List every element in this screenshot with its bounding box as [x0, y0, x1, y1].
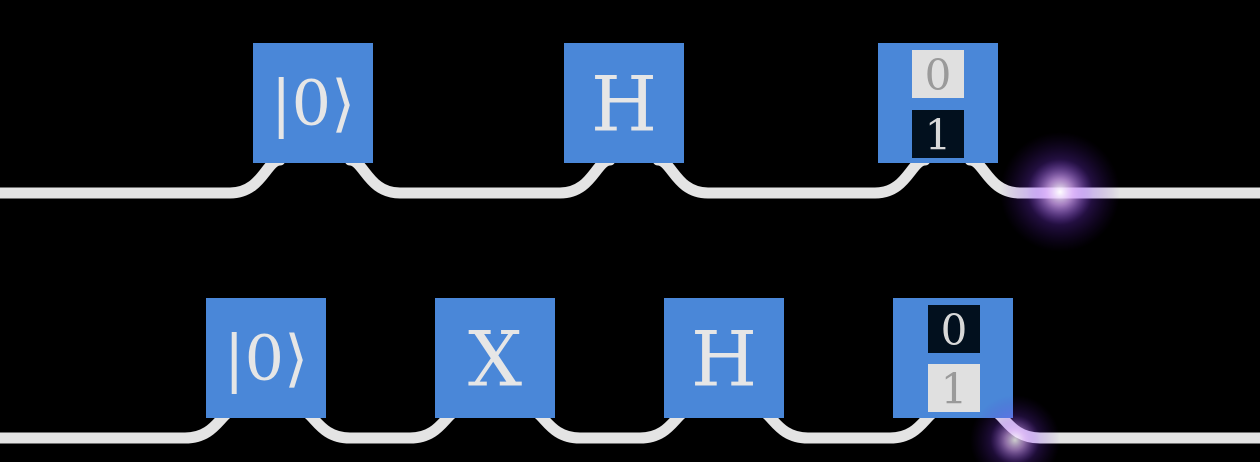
circuit-2-hadamard-gate: H [664, 298, 784, 418]
circuit-1-hadamard-gate: H [564, 43, 684, 163]
circuit-2-wire [0, 404, 1260, 444]
circuit-1-wire [0, 154, 1260, 199]
circuit-1-outcome-0-label: 0 [925, 51, 952, 100]
circuit-1-outcome-1-box [912, 110, 964, 158]
circuit-2-outcome-0-box [928, 305, 980, 353]
circuit-2-init-gate: |0⟩ [206, 298, 326, 418]
circuit-1-measurement-gate: 0 1 [878, 43, 998, 163]
circuit-2-init-label: |0⟩ [224, 322, 309, 395]
circuit-1-init-gate: |0⟩ [253, 43, 373, 163]
circuit-2-outcome-1-box [928, 364, 980, 412]
circuit-1-signal-glow [1000, 132, 1120, 252]
circuit-2-outcome-1-label: 1 [941, 365, 968, 414]
circuit-1-outcome-1-label: 1 [925, 111, 952, 160]
circuit-2-signal-glow [970, 395, 1060, 462]
circuit-1-outcome-0-box [912, 50, 964, 98]
circuit-2-pauli-x-label: X [468, 315, 522, 404]
circuit-2: |0⟩ X H 0 1 [0, 298, 1260, 462]
circuit-1-hadamard-label: H [591, 60, 657, 149]
circuit-2-outcome-0-label: 0 [941, 306, 968, 355]
circuit-2-measurement-gate: 0 1 [893, 298, 1013, 418]
circuit-1: |0⟩ H 0 1 [0, 43, 1260, 252]
circuit-2-pauli-x-gate: X [435, 298, 555, 418]
circuit-1-init-label: |0⟩ [271, 67, 356, 140]
circuit-2-hadamard-label: H [691, 315, 757, 404]
